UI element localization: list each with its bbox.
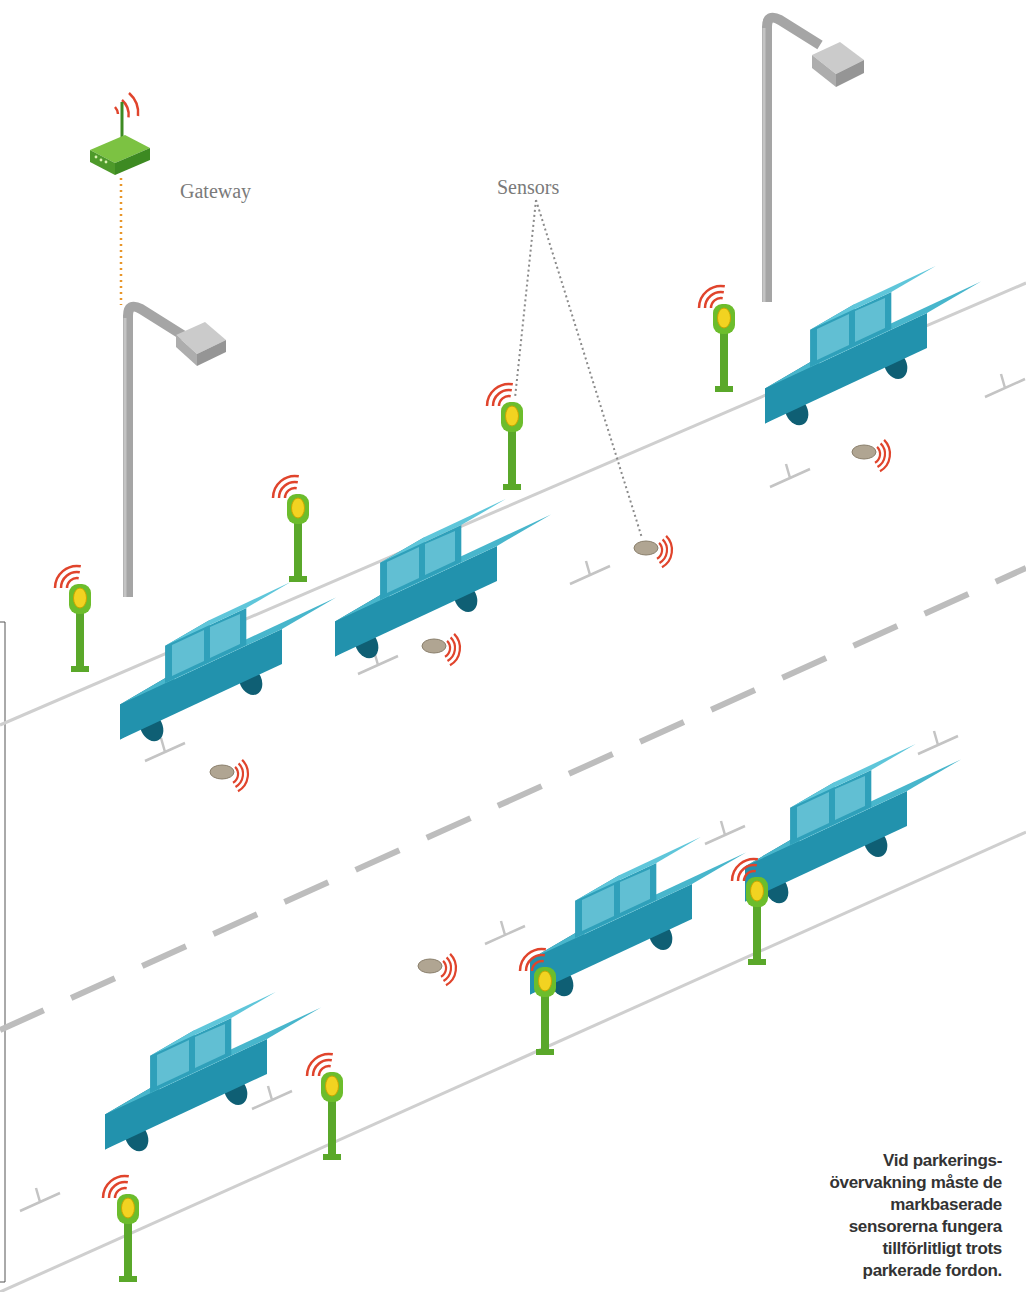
parking-meter	[273, 476, 309, 582]
leader-line	[515, 200, 642, 538]
lamp-post-highlight	[763, 28, 766, 302]
node-label: Gateway	[180, 180, 251, 203]
lamp-post	[128, 307, 184, 597]
parking-marker	[252, 1086, 292, 1109]
lamp-head	[836, 60, 864, 87]
parking-meter	[307, 1054, 343, 1160]
parking-meter	[487, 384, 523, 490]
parking-marker	[918, 731, 958, 754]
parking-meter	[699, 286, 735, 392]
ground-sensor	[422, 634, 460, 665]
parking-marker	[570, 561, 610, 584]
center-dashed-line	[0, 568, 1026, 1030]
parking-meter	[520, 949, 556, 1055]
parking-marker	[985, 374, 1025, 397]
ground-sensor	[418, 954, 456, 985]
parked-car	[765, 266, 981, 429]
parking-marker	[770, 464, 810, 487]
parking-marker	[485, 921, 525, 944]
parking-meter	[103, 1176, 139, 1282]
parked-car	[745, 744, 961, 907]
parking-marker	[705, 821, 745, 844]
gateway-node: Gateway	[80, 80, 280, 205]
parked-car	[120, 582, 336, 745]
parked-car	[105, 992, 321, 1155]
sensors-label: Sensors	[497, 176, 559, 199]
frame-line	[0, 622, 5, 1282]
figure-caption: Vid parkerings- övervakning måste de mar…	[812, 1150, 1002, 1282]
ground-sensor	[210, 760, 248, 791]
parked-car	[335, 499, 551, 662]
lamp-post-highlight	[124, 318, 127, 597]
ground-sensor	[634, 536, 672, 567]
parking-meter	[732, 859, 768, 965]
lamp-head	[812, 55, 836, 87]
parking-marker	[20, 1188, 60, 1211]
lower-curb-line	[0, 832, 1026, 1292]
lamp-head	[176, 335, 197, 366]
parking-meter	[55, 566, 91, 672]
parking-marker	[145, 738, 185, 761]
gateway-wire	[120, 178, 123, 305]
ground-sensor	[852, 440, 890, 471]
lamp-head	[197, 340, 226, 366]
parked-car	[530, 837, 746, 1000]
